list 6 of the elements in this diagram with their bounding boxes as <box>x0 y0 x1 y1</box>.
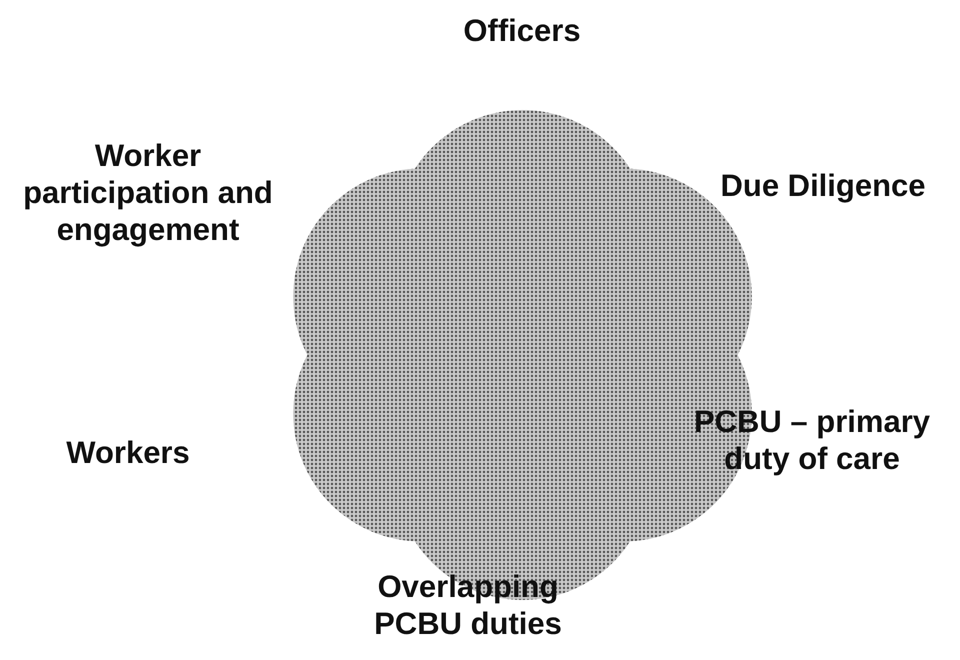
concept-label: PCBU – primary duty of care <box>692 403 932 477</box>
concept-label: Overlapping PCBU duties <box>373 568 563 642</box>
concept-label: Workers <box>65 434 191 470</box>
concept-label: Due Diligence <box>720 166 926 204</box>
concept-label: Officers <box>462 12 582 48</box>
concept-label: Worker participation and engagement <box>23 136 273 248</box>
